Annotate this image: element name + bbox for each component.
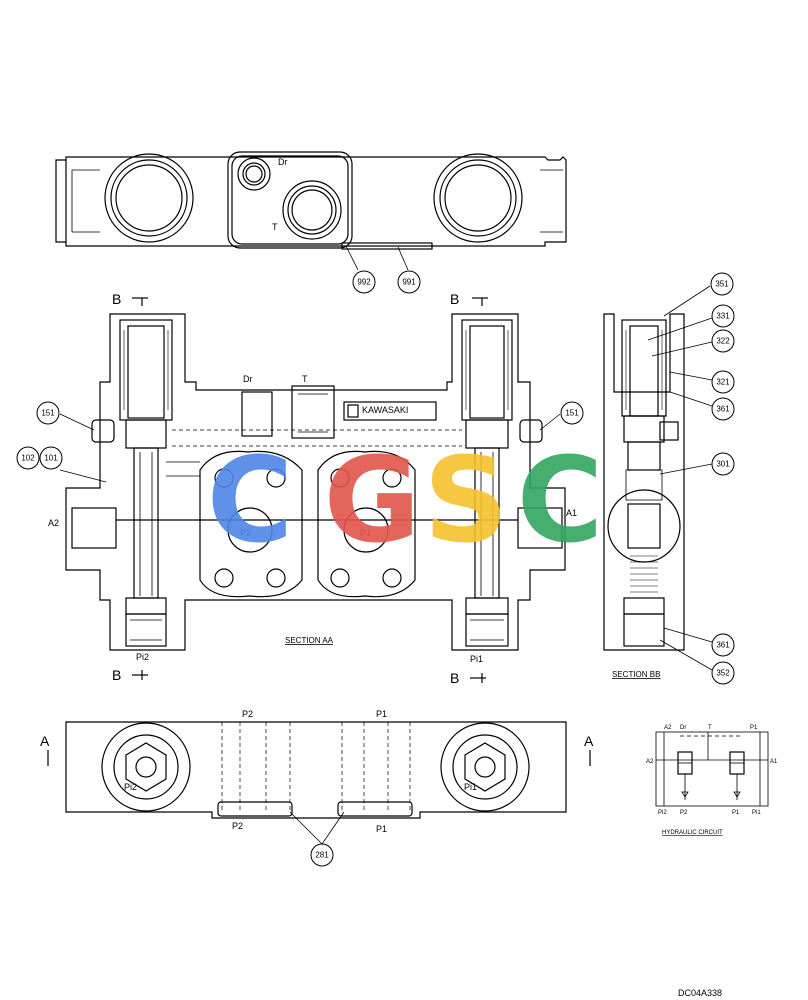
svg-text:102: 102 <box>21 454 35 463</box>
pi2-bottom-label: Pi2 <box>124 782 137 792</box>
p2-bottom-label-top: P2 <box>242 709 253 719</box>
svg-text:151: 151 <box>41 409 55 418</box>
top-view: Dr T <box>55 151 567 271</box>
hc-a1-label: A1 <box>770 759 778 765</box>
watermark-letter-s: S <box>424 431 509 569</box>
watermark-letter-c2: C <box>517 431 604 569</box>
callout-281: 281 <box>310 843 334 867</box>
svg-text:321: 321 <box>716 378 730 387</box>
callout-102: 102 <box>16 446 40 470</box>
cgsc-watermark: C G S C <box>207 431 604 569</box>
svg-text:151: 151 <box>565 409 579 418</box>
callout-361-upper: 361 <box>711 397 735 421</box>
svg-text:281: 281 <box>315 851 329 860</box>
callout-101: 101 <box>39 446 63 470</box>
callout-151-right: 151 <box>560 401 584 425</box>
b-section-arrow-bl: B <box>112 667 121 683</box>
pi2-port-label: Pi2 <box>136 652 149 662</box>
svg-text:331: 331 <box>716 312 730 321</box>
callout-321: 321 <box>711 370 735 394</box>
b-section-arrow-br: B <box>450 670 459 686</box>
svg-text:322: 322 <box>716 337 730 346</box>
hc-p2-label: P2 <box>680 810 688 816</box>
leader-lines <box>59 285 713 845</box>
svg-text:101: 101 <box>44 454 58 463</box>
hc-t-label: T <box>708 725 712 731</box>
p1-bottom-label-top: P1 <box>376 709 387 719</box>
svg-text:361: 361 <box>716 641 730 650</box>
callout-301: 301 <box>711 452 735 476</box>
p1-port-label: P1 <box>360 528 371 538</box>
a-section-arrow-r: A <box>584 733 594 749</box>
a2-port-label: A2 <box>48 518 59 528</box>
t-section-label: T <box>302 374 308 384</box>
watermark-letter-c1: C <box>207 431 294 569</box>
pi1-bottom-label: Pi1 <box>464 782 477 792</box>
hc-a2-label: A2 <box>664 725 672 731</box>
section-bb-view: SECTION BB <box>603 313 685 679</box>
a-section-arrow-l: A <box>40 733 50 749</box>
svg-text:301: 301 <box>716 460 730 469</box>
svg-text:352: 352 <box>716 669 730 678</box>
section-aa-title: SECTION AA <box>285 636 334 645</box>
callout-992: 992 <box>352 270 376 294</box>
callout-351: 351 <box>710 272 734 296</box>
hc-pi2-label: Pi2 <box>658 810 667 816</box>
t-port-label: T <box>272 222 278 232</box>
dr-section-label: Dr <box>243 374 253 384</box>
svg-text:351: 351 <box>715 280 729 289</box>
hydraulic-circuit-title: HYDRAULIC CIRCUIT <box>662 830 723 836</box>
callout-322: 322 <box>711 329 735 353</box>
p2-bottom-label-low: P2 <box>232 821 243 831</box>
hydraulic-circuit: A2 Dr T P1 A2 A1 Pi2 P2 P1 Pi1 HYDRAULIC… <box>646 725 778 836</box>
watermark-letter-g: G <box>324 431 421 569</box>
dr-port-label: Dr <box>278 157 288 167</box>
callout-331: 331 <box>711 304 735 328</box>
p2-port-label: P2 <box>240 528 251 538</box>
callout-352: 352 <box>711 661 735 685</box>
pi1-port-label: Pi1 <box>470 654 483 664</box>
hc-p1-top-label: P1 <box>750 725 758 731</box>
svg-text:361: 361 <box>716 405 730 414</box>
drawing-code: DC04A338 <box>678 988 722 998</box>
a1-port-label: A1 <box>566 508 577 518</box>
kawasaki-logo-text: KAWASAKI <box>362 405 408 415</box>
b-section-arrow-tl: B <box>112 291 121 307</box>
b-section-arrow-tr: B <box>450 291 459 307</box>
svg-text:992: 992 <box>357 278 371 287</box>
hc-dr-label: Dr <box>680 725 686 731</box>
hc-a2-side-label: A2 <box>646 759 654 765</box>
svg-text:991: 991 <box>402 278 416 287</box>
bottom-view: A A P2 P1 Pi2 Pi1 P2 P1 <box>40 709 594 834</box>
p1-bottom-label-low: P1 <box>376 824 387 834</box>
callout-361-lower: 361 <box>711 633 735 657</box>
section-aa-view: KAWASAKI B B B B Dr T A2 A1 P2 P1 Pi2 Pi… <box>48 291 577 686</box>
hc-pi1-label: Pi1 <box>752 810 761 816</box>
section-bb-title: SECTION BB <box>612 670 660 679</box>
hc-p1-label: P1 <box>732 810 740 816</box>
callout-151-left: 151 <box>36 401 60 425</box>
callout-991: 991 <box>397 270 421 294</box>
